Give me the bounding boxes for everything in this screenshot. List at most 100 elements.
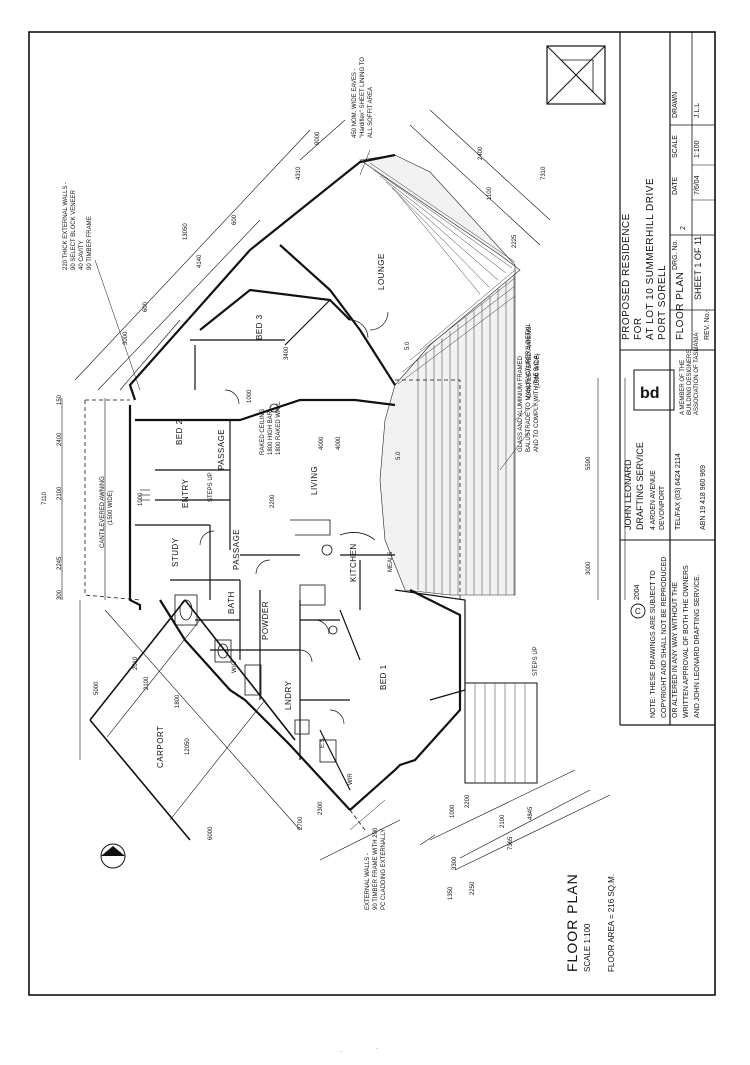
room-kitchen: KITCHEN xyxy=(349,543,358,582)
dim-top-1: 13050 xyxy=(183,223,189,240)
firm-name: JOHN LEONARD xyxy=(623,459,633,530)
fixtures xyxy=(174,403,376,763)
rev-label: REV. No. xyxy=(704,311,711,340)
room-es: E.S. xyxy=(320,736,326,748)
room-study: STUDY xyxy=(171,537,180,567)
dim-left-4: 150 xyxy=(57,394,63,405)
dim-right-4: 5590 xyxy=(586,456,592,470)
firm-address-1: 4 ARDEN AVENUE xyxy=(650,470,657,530)
note-external-walls-bottom-1: EXTERNAL WALLS - xyxy=(365,853,371,910)
room-lndry: LNDRY xyxy=(284,680,293,710)
date-value: 7/6/04 xyxy=(694,175,701,195)
copyright-year: 2004 xyxy=(634,584,641,600)
dim-interior-1: 2200 xyxy=(270,494,276,508)
dim-carport-5: 2010 xyxy=(133,656,139,670)
dim-bottom-5: 1000 xyxy=(450,804,456,818)
svg-text:bd: bd xyxy=(640,385,660,402)
dim-left-2: 2100 xyxy=(57,486,63,500)
dim-carport-3: 1800 xyxy=(175,694,181,708)
dim-interior-2: 4000 xyxy=(336,436,342,450)
dim-interior-0: 3400 xyxy=(284,346,290,360)
room-wir: WIR xyxy=(348,773,354,785)
rev-value: - xyxy=(704,309,711,312)
member-note-3: ASSOCIATION OF TASMANIA xyxy=(694,332,700,415)
dim-top-2: 4140 xyxy=(197,254,203,268)
dim-bottom-7: 2300 xyxy=(318,801,324,815)
north-arrow-icon xyxy=(100,843,126,869)
dim-top-3: 600 xyxy=(232,214,238,225)
dim-carport-6: 2700 xyxy=(298,816,304,830)
dim-right-6: 4000 xyxy=(319,436,325,450)
plan-floor-area: FLOOR AREA = 216 SQ.M. xyxy=(607,873,616,972)
room-meals: MEALS xyxy=(388,551,394,572)
dim-top-7: 9000 xyxy=(315,131,321,145)
note-balustrade-2: BALUSTRADE TO MANUFACTURER'S DETAIL xyxy=(526,323,532,452)
deck-hatching xyxy=(369,162,516,595)
firm-logo xyxy=(546,45,606,105)
room-living: LIVING xyxy=(310,465,319,495)
drawn-value: J.L.L xyxy=(694,102,701,118)
scale-label: SCALE xyxy=(672,135,679,158)
dim-carport-2: 2100 xyxy=(144,676,150,690)
sheet-number: SHEET 1 OF 11 xyxy=(693,235,703,300)
note-eaves-2: "Hardiflex" SHEET LINING TO xyxy=(360,57,366,138)
note-balustrade-1: GLASS AND ALUMINIUM FRAMED xyxy=(518,355,524,452)
dim-carport-4: 12050 xyxy=(185,738,191,755)
dim-right-5: 3000 xyxy=(586,561,592,575)
firm-phone: TEL/FAX (03) 6424 2114 xyxy=(675,453,682,530)
note-awning-top-1: CANTILEVERED AWNING xyxy=(100,476,106,548)
note-external-walls-3: 40 CAVITY xyxy=(79,240,85,270)
dim-top-6: 1000 xyxy=(247,389,253,403)
dim-bottom-8: 2200 xyxy=(465,794,471,808)
drawing-title: FLOOR PLAN xyxy=(675,271,686,340)
firm-service: DRAFTING SERVICE xyxy=(635,442,645,530)
steps-up-deck: STEPS UP xyxy=(533,646,539,676)
dim-right-1: 2400 xyxy=(478,146,484,160)
member-note-1: A MEMBER OF THE xyxy=(680,359,686,415)
room-passage-mid: PASSAGE xyxy=(232,528,241,570)
copyright-note-3: OR ALTERED IN ANY WAY WITHOUT THE xyxy=(672,582,679,718)
dim-top-4: 3000 xyxy=(123,331,129,345)
member-note-2: BUILDING DESIGNERS xyxy=(687,349,693,415)
dim-top-0: 4310 xyxy=(296,166,302,180)
dim-left-3: 2245 xyxy=(57,556,63,570)
carport-outline xyxy=(89,599,296,841)
dim-bottom-0: 7365 xyxy=(508,836,514,850)
dim-left-1: 2400 xyxy=(57,432,63,446)
interior-walls xyxy=(135,299,395,791)
svg-text:·: · xyxy=(376,1046,378,1052)
room-bed3: BED 3 xyxy=(255,314,264,340)
scale-value: 1:100 xyxy=(694,140,701,158)
copyright-icon xyxy=(630,603,646,619)
drg-value: 2 xyxy=(680,226,687,230)
bda-logo xyxy=(633,369,675,411)
room-powder: POWDER xyxy=(261,601,270,640)
dim-left-5: 300 xyxy=(57,589,63,600)
steps-up-entry: STEPS UP xyxy=(208,472,214,502)
room-lounge: LOUNGE xyxy=(377,253,386,290)
dim-interior-4: 5.0 xyxy=(405,341,411,350)
project-line-1: PROPOSED RESIDENCE xyxy=(621,213,632,340)
copyright-note-5: AND JOHN LEONARD DRAFTING SERVICE. xyxy=(694,574,701,718)
plan-title: FLOOR PLAN xyxy=(564,873,580,972)
room-bed2: BED 2 xyxy=(175,419,184,445)
drawn-label: DRAWN xyxy=(672,91,679,118)
note-awning-top-2: (1500 WIDE) xyxy=(108,490,114,525)
note-external-walls-1: 220 THICK EXTERNAL WALLS - xyxy=(63,181,69,270)
note-ceiling-2: 1800 HIGH BAR xyxy=(268,410,274,455)
dim-bottom-6: 2100 xyxy=(500,814,506,828)
dim-right-2: 1100 xyxy=(487,187,493,200)
copyright-note-4: WRITTEN APPROVAL OF BOTH THE OWNERS xyxy=(683,565,690,718)
note-eaves-1: 450 NOM. WIDE EAVES - xyxy=(352,68,358,138)
note-external-walls-4: 90 TIMBER FRAME xyxy=(87,216,93,270)
room-passage-top: PASSAGE xyxy=(217,428,226,470)
project-line-3: AT LOT 10 SUMMERHILL DRIVE xyxy=(645,177,656,340)
room-wc: W/C xyxy=(232,661,238,673)
dim-carport-1: 5000 xyxy=(94,681,100,695)
sheet-border xyxy=(28,31,716,996)
dim-bottom-1: 2250 xyxy=(470,881,476,895)
note-balustrade-3: AND TO COMPLY WITH THE B.C.A. xyxy=(534,353,540,452)
dim-interior-3: 5.0 xyxy=(396,451,402,460)
